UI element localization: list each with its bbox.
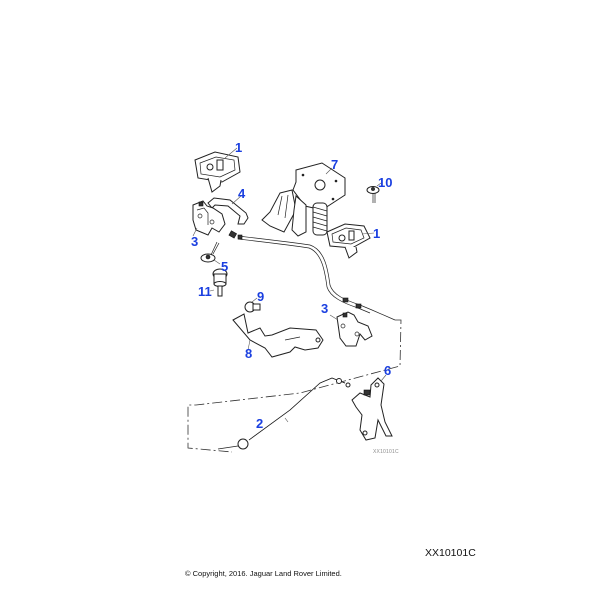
release-cable-lower[interactable]: [217, 377, 351, 450]
bracket-rod[interactable]: [207, 195, 249, 225]
bolt[interactable]: [244, 297, 261, 313]
secondary-catch-assembly[interactable]: [261, 162, 346, 237]
callout-1-left[interactable]: 1: [235, 140, 243, 155]
callout-9[interactable]: 9: [257, 289, 265, 304]
callout-1-right[interactable]: 1: [373, 226, 381, 241]
callout-11[interactable]: 11: [198, 284, 212, 299]
callout-6[interactable]: 6: [384, 363, 392, 378]
callout-5[interactable]: 5: [221, 259, 229, 274]
drawing-reference-code: XX10101C: [425, 547, 476, 559]
callout-8[interactable]: 8: [245, 346, 253, 361]
callout-3-left[interactable]: 3: [191, 234, 199, 249]
routing-boundary: [187, 319, 402, 453]
release-cable-upper[interactable]: [228, 230, 396, 321]
screw[interactable]: [200, 241, 221, 265]
striker-plate-left[interactable]: [194, 147, 241, 193]
callout-4[interactable]: 4: [238, 186, 246, 201]
latch-left[interactable]: [192, 200, 226, 237]
release-lever-handle[interactable]: [351, 374, 393, 441]
callout-7[interactable]: 7: [331, 157, 339, 172]
screw-washer[interactable]: [366, 182, 382, 203]
latch-right[interactable]: [329, 311, 373, 347]
striker-plate-right[interactable]: [326, 223, 375, 259]
coil-spring: [312, 202, 328, 236]
drawing-reference-small: XX10101C: [373, 449, 399, 455]
callout-10[interactable]: 10: [378, 175, 393, 190]
callout-2[interactable]: 2: [256, 416, 264, 431]
bump-stop[interactable]: [209, 268, 228, 297]
mounting-bracket[interactable]: [232, 313, 324, 358]
copyright-notice: © Copyright, 2016. Jaguar Land Rover Lim…: [185, 569, 342, 578]
callout-3-right[interactable]: 3: [321, 301, 329, 316]
